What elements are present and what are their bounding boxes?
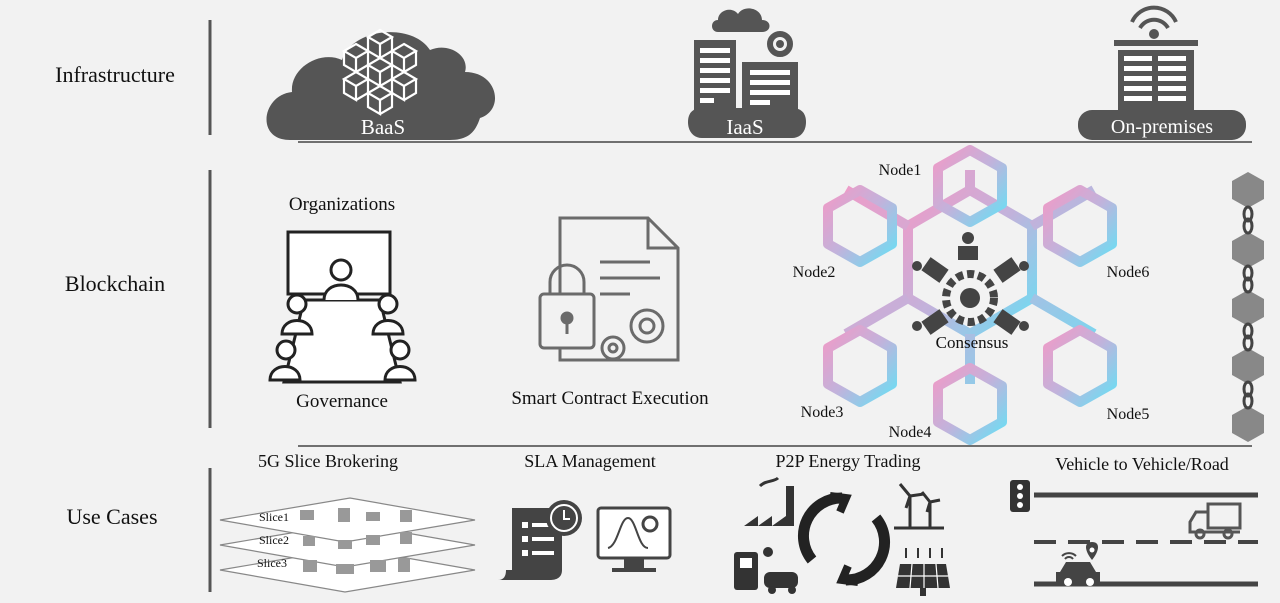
iaas-label: IaaS: [726, 115, 763, 139]
node5-label: Node5: [1107, 406, 1150, 423]
on-premises-label: On-premises: [1111, 116, 1213, 138]
baas-cloud-icon: [266, 28, 496, 140]
baas-label: BaaS: [361, 115, 405, 139]
layer-label-blockchain: Blockchain: [65, 271, 165, 296]
blockchain-chain-icon: [1232, 172, 1264, 442]
slice1-label: Slice1: [259, 510, 289, 524]
on-premises-building-icon: [1078, 5, 1246, 140]
node6-label: Node6: [1107, 264, 1150, 281]
node4-label: Node4: [889, 424, 932, 441]
sla-management-label: SLA Management: [524, 451, 655, 471]
slice3-label: Slice3: [257, 556, 287, 570]
governance-meeting-icon: [268, 230, 417, 384]
node1-label: Node1: [879, 162, 922, 179]
consensus-label: Consensus: [936, 333, 1009, 352]
slice-brokering-label: 5G Slice Brokering: [258, 451, 398, 471]
wind-turbine-icon: [894, 483, 944, 530]
governance-label: Governance: [296, 391, 388, 412]
node2-label: Node2: [793, 264, 836, 281]
smart-contract-icon: [538, 216, 680, 362]
organizations-label: Organizations: [289, 194, 395, 215]
p2p-energy-label: P2P Energy Trading: [775, 451, 920, 471]
solar-panel-icon: [896, 548, 950, 596]
truck-icon: [1188, 502, 1242, 540]
traffic-light-icon: [1010, 480, 1030, 512]
node3-label: Node3: [801, 404, 844, 421]
layer-label-infrastructure: Infrastructure: [55, 62, 175, 87]
sla-checklist-icon: [498, 500, 582, 580]
iaas-server-icon: [688, 8, 806, 138]
factory-icon: [744, 476, 798, 526]
v2x-label: Vehicle to Vehicle/Road: [1055, 454, 1229, 474]
ev-charging-icon: [734, 547, 798, 594]
sla-monitor-icon: [596, 506, 672, 572]
network-slices-icon: [219, 497, 476, 593]
consensus-gear-icon: [912, 232, 1029, 335]
refresh-cycle-icon: [797, 492, 891, 586]
slice2-label: Slice2: [259, 533, 289, 547]
smart-contract-label: Smart Contract Execution: [511, 388, 709, 409]
car-with-location-icon: [1056, 542, 1100, 586]
layer-label-use-cases: Use Cases: [66, 504, 157, 529]
consensus-node-network: [823, 145, 1117, 445]
